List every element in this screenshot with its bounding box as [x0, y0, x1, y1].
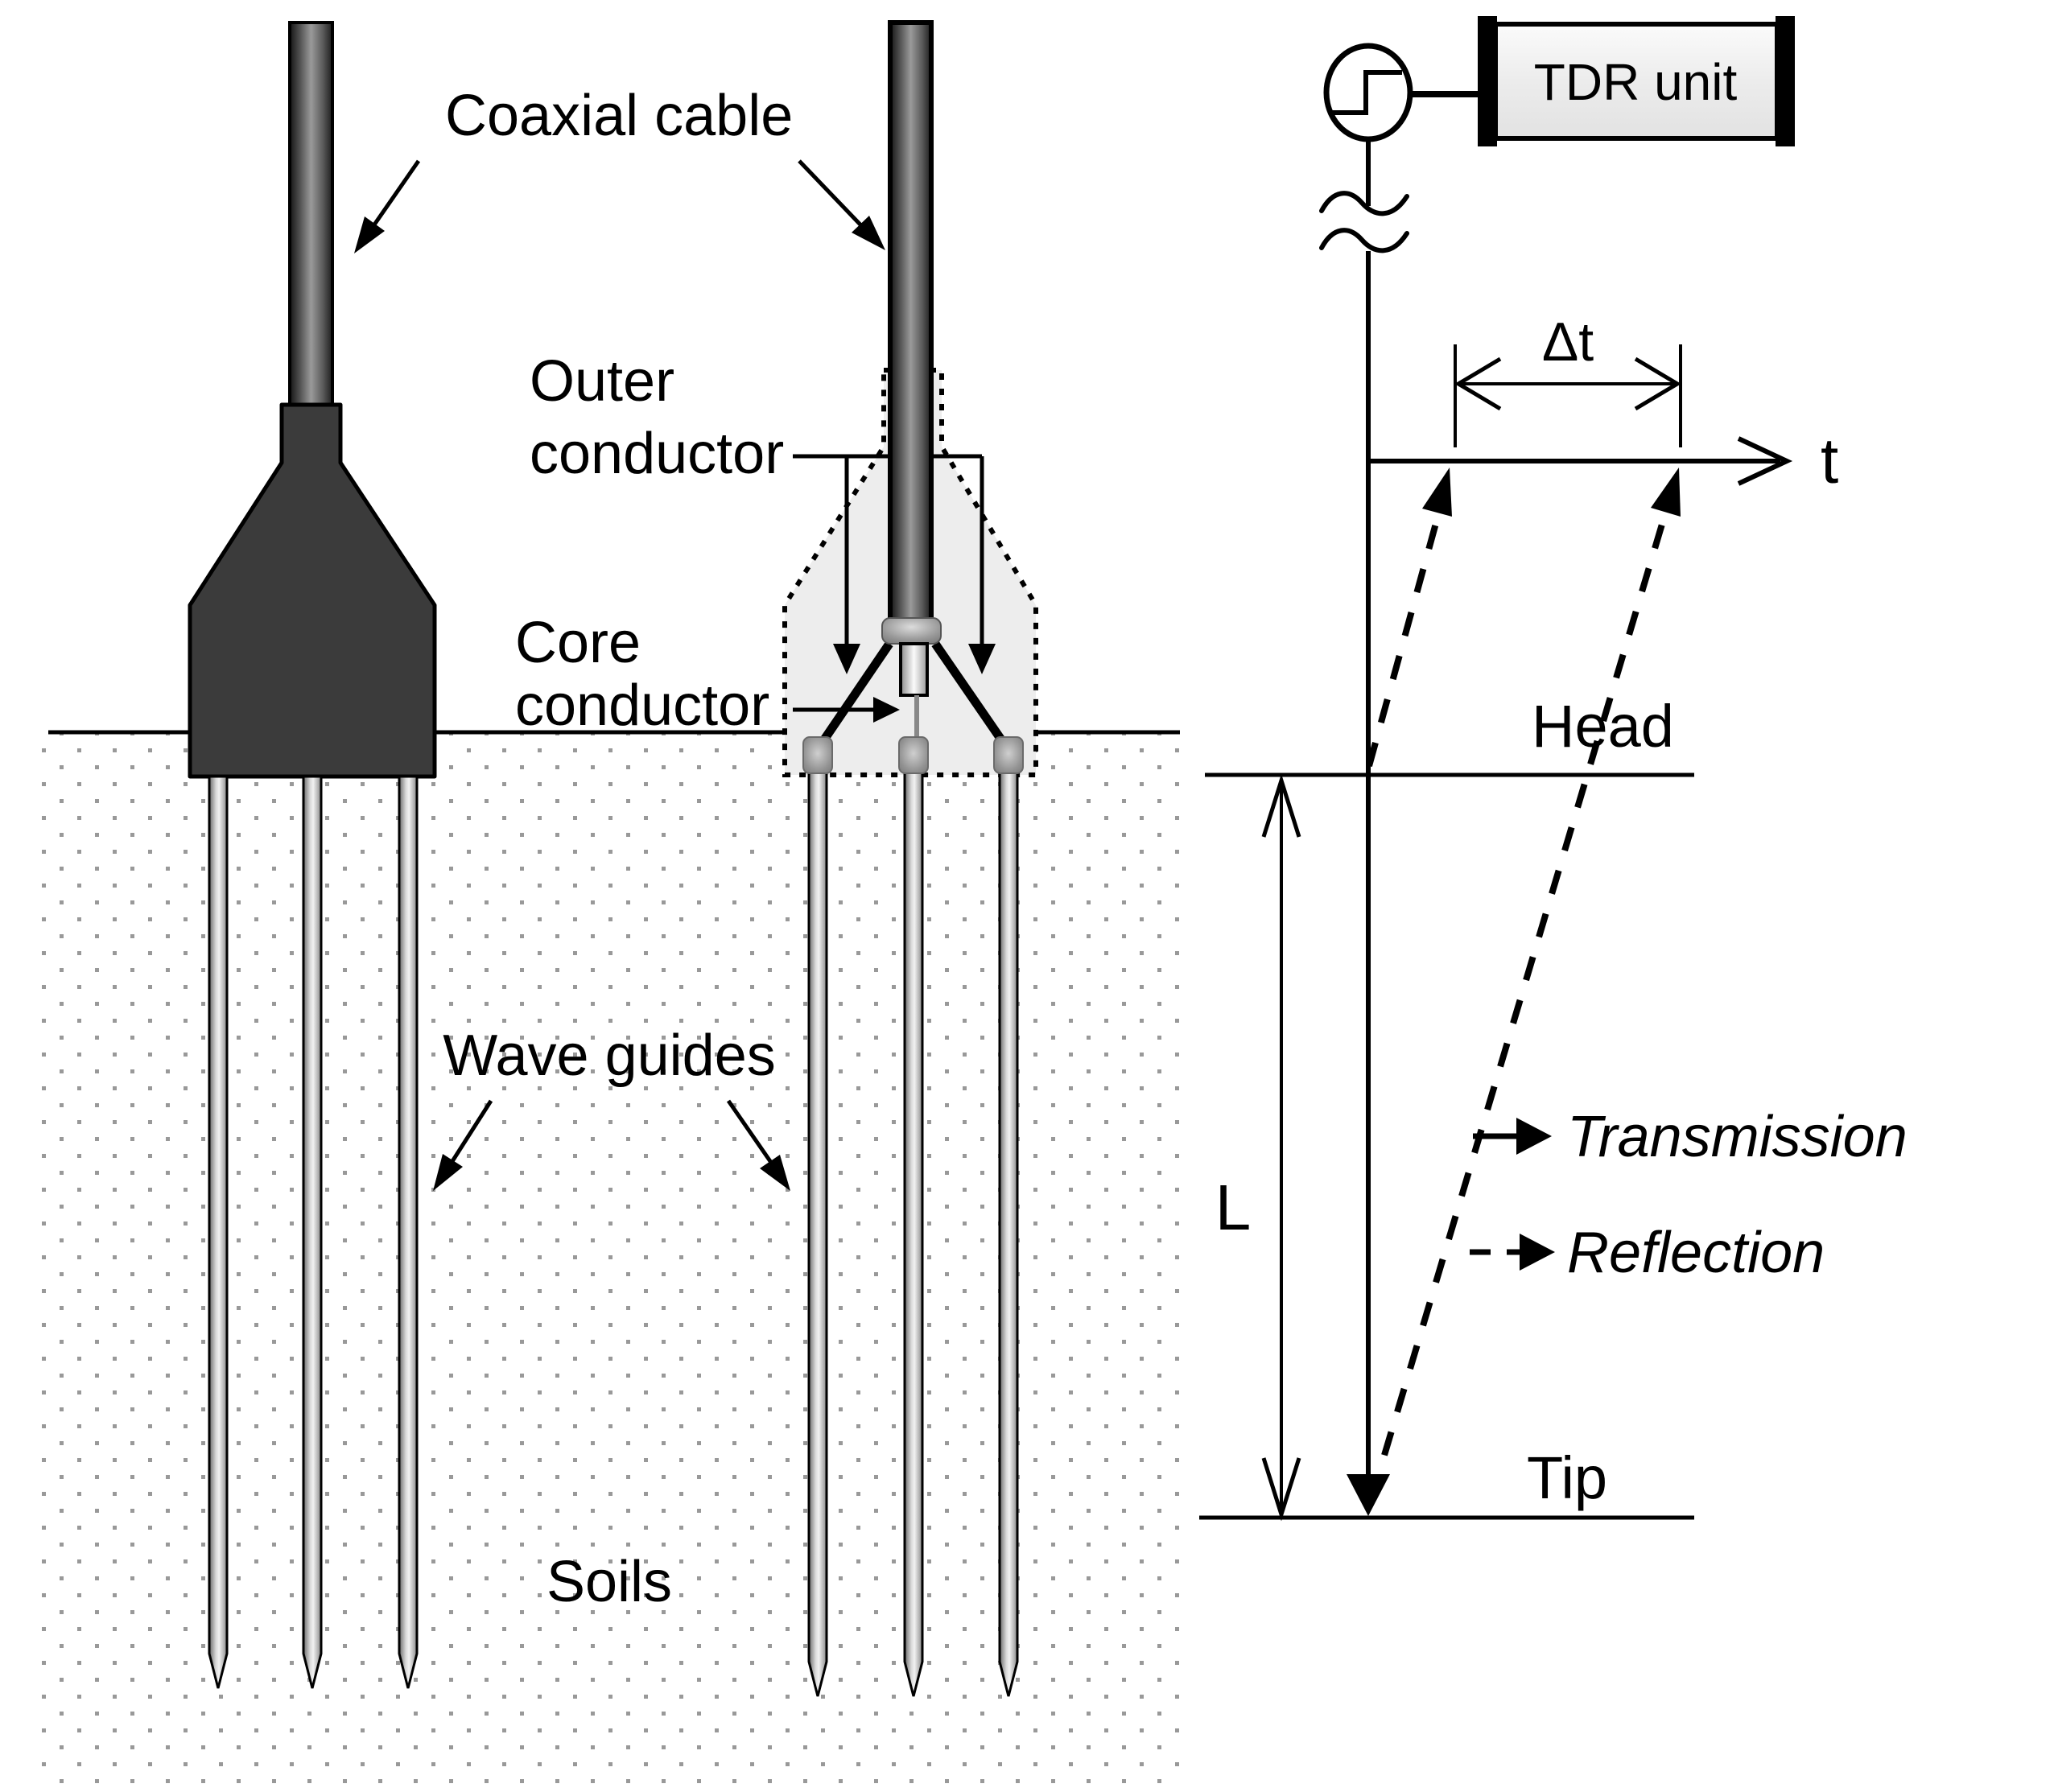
wave-guides-label: Wave guides	[443, 1024, 776, 1088]
legend: Transmission Reflection	[1470, 1105, 1908, 1285]
wave-guide-rods-middle	[807, 769, 1019, 1697]
time-axis-arrow-icon	[1737, 436, 1793, 486]
probe-length-dimension: L	[1215, 773, 1301, 1522]
outer-conductor-strap-left	[817, 641, 893, 748]
core-conductor	[899, 642, 929, 697]
wave-guide-rod	[998, 769, 1019, 1697]
time-axis-label: t	[1821, 425, 1838, 496]
core-conductor-wire	[914, 695, 919, 740]
coaxial-cable-label: Coaxial cable	[445, 84, 793, 148]
legend-transmission: Transmission	[1473, 1105, 1908, 1169]
coaxial-arrow-right	[798, 159, 885, 250]
dim-arrow-icon	[1634, 356, 1681, 411]
assembled-probe	[188, 21, 437, 1689]
wave-guide-rod	[398, 775, 419, 1689]
probe-length-label: L	[1215, 1172, 1252, 1243]
wave-guide-rods-left	[208, 775, 419, 1689]
legend-solid-arrow-icon	[1516, 1118, 1552, 1155]
dim-arrow-icon	[1261, 1457, 1301, 1522]
down-arrow-icon	[833, 644, 860, 674]
outer-conductor-label-line2: conductor	[530, 422, 784, 486]
outer-conductor-strap-right	[931, 641, 1008, 748]
dim-arrow-icon	[1261, 773, 1301, 838]
core-conductor-label-line1: Core	[515, 611, 641, 675]
arrowhead-icon	[760, 1155, 790, 1191]
tdr-unit-box: TDR unit	[1478, 16, 1795, 146]
coaxial-arrow-left	[354, 159, 421, 253]
coaxial-cable-middle	[888, 20, 934, 624]
wave-guide-rod	[302, 775, 323, 1689]
tdr-schematic: TDR unit t Δt Head Tip L	[1199, 16, 1908, 1522]
wave-guide-rod	[208, 775, 229, 1689]
legend-transmission-label: Transmission	[1567, 1105, 1908, 1169]
cutaway-probe	[782, 20, 1038, 1697]
wave-guides-arrow-right	[726, 1099, 790, 1191]
wave-guide-rod	[807, 769, 828, 1697]
tip-label: Tip	[1527, 1444, 1607, 1511]
delta-t-dimension: Δt	[1454, 311, 1682, 447]
outer-conductor-label-line1: Outer	[530, 349, 674, 414]
tdr-box-end-bar	[1776, 16, 1795, 146]
tdr-box-end-bar	[1478, 16, 1497, 146]
rod-cap	[802, 736, 833, 774]
legend-reflection: Reflection	[1470, 1221, 1825, 1285]
legend-reflection-label: Reflection	[1567, 1221, 1825, 1285]
reflection-ray-tip	[1368, 468, 1681, 1500]
cable-collar	[881, 617, 942, 645]
break-wave-icon	[1319, 228, 1409, 253]
wave-guides-arrow-left	[433, 1099, 493, 1191]
core-conductor-pointer	[793, 697, 900, 723]
arrowhead-icon	[433, 1154, 463, 1191]
step-pulse-icon	[1330, 70, 1402, 115]
dim-arrow-icon	[1454, 356, 1502, 411]
wave-guide-rod	[903, 769, 924, 1697]
reflection-arrowhead-icon	[1422, 468, 1452, 517]
transmission-arrowhead-icon	[1347, 1474, 1390, 1516]
coaxial-cable-left	[288, 21, 334, 409]
arrowhead-icon	[852, 216, 885, 250]
break-wave-icon	[1319, 191, 1409, 216]
tdr-unit-label: TDR unit	[1534, 53, 1738, 111]
rod-cap	[993, 736, 1024, 774]
rod-cap	[898, 736, 929, 774]
core-conductor-label-line2: conductor	[515, 674, 769, 738]
right-arrow-icon	[873, 697, 900, 723]
reflection-arrowhead-icon	[1651, 468, 1681, 517]
down-arrow-icon	[968, 644, 996, 674]
legend-dashed-arrow-icon	[1520, 1234, 1555, 1271]
arrowhead-icon	[354, 216, 385, 253]
head-label: Head	[1532, 693, 1674, 760]
outer-conductor-pointer	[793, 454, 996, 674]
reflection-ray-head	[1366, 468, 1452, 768]
probe-head-body	[188, 402, 437, 779]
soils-label: Soils	[546, 1550, 672, 1614]
rod-caps	[802, 736, 1024, 774]
delta-t-label: Δt	[1542, 311, 1594, 373]
